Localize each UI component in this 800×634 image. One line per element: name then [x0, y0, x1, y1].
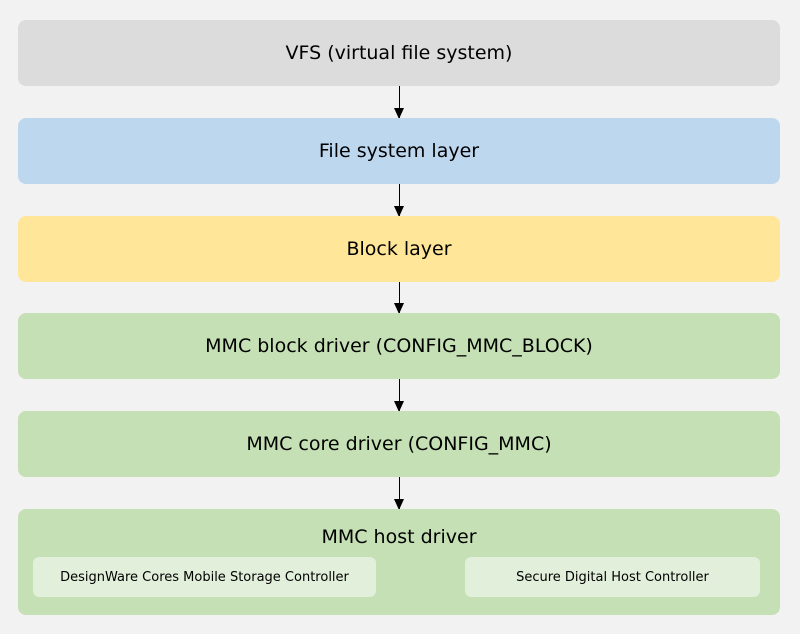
arrow-fs-to-block — [394, 184, 404, 217]
file-system-layer: File system layer — [18, 118, 780, 184]
arrow-block-to-mmc-block — [394, 282, 404, 314]
vfs-layer-label: VFS (virtual file system) — [285, 42, 513, 64]
mmc-core-driver-label: MMC core driver (CONFIG_MMC) — [246, 433, 552, 455]
mmc-block-driver-label: MMC block driver (CONFIG_MMC_BLOCK) — [205, 335, 593, 357]
block-layer: Block layer — [18, 216, 780, 282]
designware-controller-box: DesignWare Cores Mobile Storage Controll… — [33, 557, 376, 597]
arrow-vfs-to-fs — [394, 86, 404, 119]
mmc-host-driver-label: MMC host driver — [321, 526, 477, 548]
file-system-layer-label: File system layer — [318, 140, 480, 162]
mmc-block-driver-layer: MMC block driver (CONFIG_MMC_BLOCK) — [18, 313, 780, 379]
arrow-mmc-core-to-host — [394, 477, 404, 510]
sd-host-controller-box: Secure Digital Host Controller — [465, 557, 760, 597]
vfs-layer: VFS (virtual file system) — [18, 20, 780, 86]
designware-controller-label: DesignWare Cores Mobile Storage Controll… — [60, 569, 349, 585]
block-layer-label: Block layer — [346, 238, 452, 260]
sd-host-controller-label: Secure Digital Host Controller — [516, 569, 709, 585]
arrow-mmc-block-to-core — [394, 379, 404, 412]
mmc-host-driver-layer: MMC host driver DesignWare Cores Mobile … — [18, 509, 780, 615]
mmc-core-driver-layer: MMC core driver (CONFIG_MMC) — [18, 411, 780, 477]
